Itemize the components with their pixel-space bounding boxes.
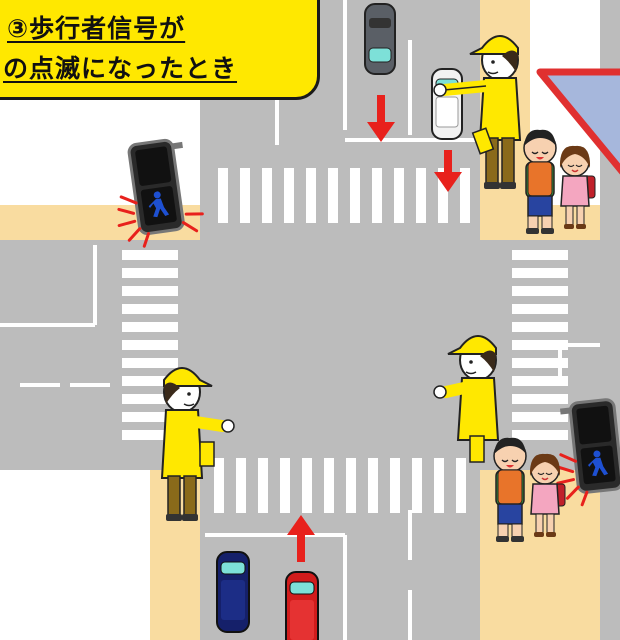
crosswalk-south xyxy=(214,458,466,513)
caption-line-1: ③歩行者信号が xyxy=(7,14,186,43)
triangle-sign-icon xyxy=(536,68,620,175)
crosswalk-west xyxy=(122,250,178,440)
car-navy xyxy=(216,551,250,633)
red-arrow-icon xyxy=(287,95,462,562)
caption-line-2: の点滅になったとき xyxy=(3,54,238,83)
crosswalk-east xyxy=(512,250,568,440)
car-red xyxy=(285,571,319,640)
caption-box: ③歩行者信号が の点滅になったとき xyxy=(0,0,320,100)
pedestrian-signal-icon xyxy=(553,397,620,509)
pedestrian-signal-icon xyxy=(113,137,208,251)
crossing-guard xyxy=(433,335,500,463)
crossing-guard xyxy=(433,35,522,189)
car-white xyxy=(431,68,463,140)
car-dark-grey xyxy=(364,3,396,75)
crossing-guard xyxy=(160,367,235,521)
crosswalk-north xyxy=(218,168,470,223)
